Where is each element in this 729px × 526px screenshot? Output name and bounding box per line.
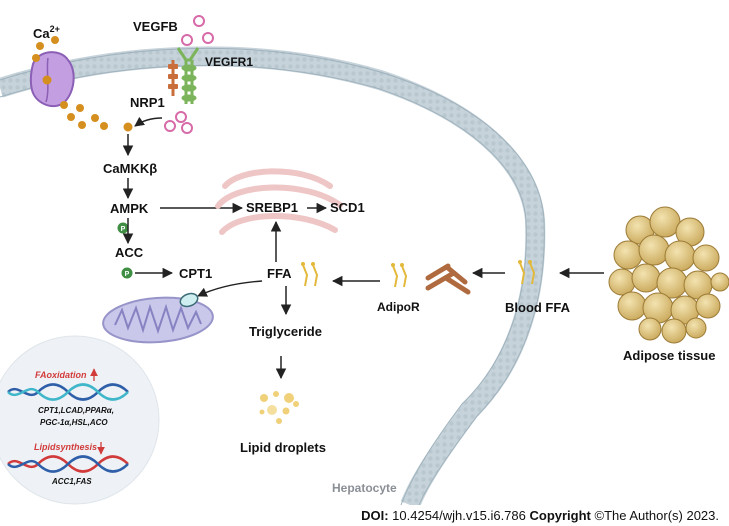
doi-label: DOI: bbox=[361, 508, 389, 523]
dna-helix-oxidation bbox=[7, 383, 129, 401]
calcium-label: Ca2+ bbox=[33, 24, 60, 41]
ffa-icon-membrane bbox=[392, 265, 408, 288]
cell-membrane bbox=[0, 46, 546, 505]
fa-genes-line1: CPT1,LCAD,PPARα, bbox=[38, 406, 114, 415]
lipid-droplets-icon bbox=[259, 391, 299, 424]
adipose-tissue-label: Adipose tissue bbox=[623, 348, 715, 363]
nrp1-label: NRP1 bbox=[130, 95, 165, 110]
adipor-receptor bbox=[425, 263, 471, 295]
lipid-synthesis-label: Lipidsynthesis bbox=[34, 442, 97, 452]
triglyceride-label: Triglyceride bbox=[249, 324, 322, 339]
fa-oxidation-label: FAoxidation bbox=[35, 370, 87, 380]
ffa-icon bbox=[302, 264, 319, 287]
scd1-label: SCD1 bbox=[330, 200, 365, 215]
calcium-ions bbox=[32, 36, 133, 132]
mitochondrion bbox=[102, 292, 214, 344]
copyright-value: ©The Author(s) 2023. bbox=[594, 508, 719, 523]
arrow-ffa-to-mitochondrion bbox=[197, 280, 263, 297]
hepatocyte-label: Hepatocyte bbox=[332, 481, 397, 495]
vegfb-ligands bbox=[164, 15, 214, 134]
gene-expression-inset: FAoxidation CPT1,LCAD,PPARα, PGC-1α,HSL,… bbox=[0, 335, 160, 505]
phospho-ampk: P bbox=[117, 222, 129, 234]
lipid-genes-label: ACC1,FAS bbox=[51, 477, 92, 486]
ffa-icon-blood bbox=[519, 262, 536, 285]
srebp1-label: SREBP1 bbox=[246, 200, 298, 215]
camkk-label: CaMKKβ bbox=[103, 161, 157, 176]
adipor-label: AdipoR bbox=[377, 300, 420, 314]
ffa-label: FFA bbox=[267, 266, 292, 281]
citation-footer: DOI: 10.4254/wjh.v15.i6.786 Copyright ©T… bbox=[0, 505, 729, 526]
ampk-label: AMPK bbox=[110, 201, 149, 216]
vegfr1-receptor bbox=[176, 47, 200, 104]
nrp1-receptor bbox=[168, 60, 178, 96]
adipose-tissue-icon bbox=[608, 206, 729, 344]
svg-text:P: P bbox=[125, 271, 130, 278]
doi-value[interactable]: 10.4254/wjh.v15.i6.786 bbox=[392, 508, 526, 523]
vegfb-label: VEGFB bbox=[133, 19, 178, 34]
blood-ffa-label: Blood FFA bbox=[505, 300, 571, 315]
vegfr1-label: VEGFR1 bbox=[205, 55, 253, 69]
lipid-droplets-label: Lipid droplets bbox=[240, 440, 326, 455]
cpt1-label: CPT1 bbox=[179, 266, 212, 281]
dna-helix-synthesis bbox=[7, 455, 129, 473]
phospho-acc: P bbox=[121, 267, 133, 279]
arrow-vegfb-to-calcium bbox=[134, 116, 163, 127]
acc-label: ACC bbox=[115, 245, 144, 260]
endoplasmic-reticulum bbox=[215, 168, 343, 235]
svg-text:P: P bbox=[121, 226, 126, 233]
hepatocyte-diagram: Ca2+ VEGFB NRP1 VEGFR1 CaMKKβ AMPK P AC bbox=[0, 15, 729, 505]
copyright-label: Copyright bbox=[529, 508, 591, 523]
fa-genes-line2: PGC-1α,HSL,ACO bbox=[40, 418, 108, 427]
